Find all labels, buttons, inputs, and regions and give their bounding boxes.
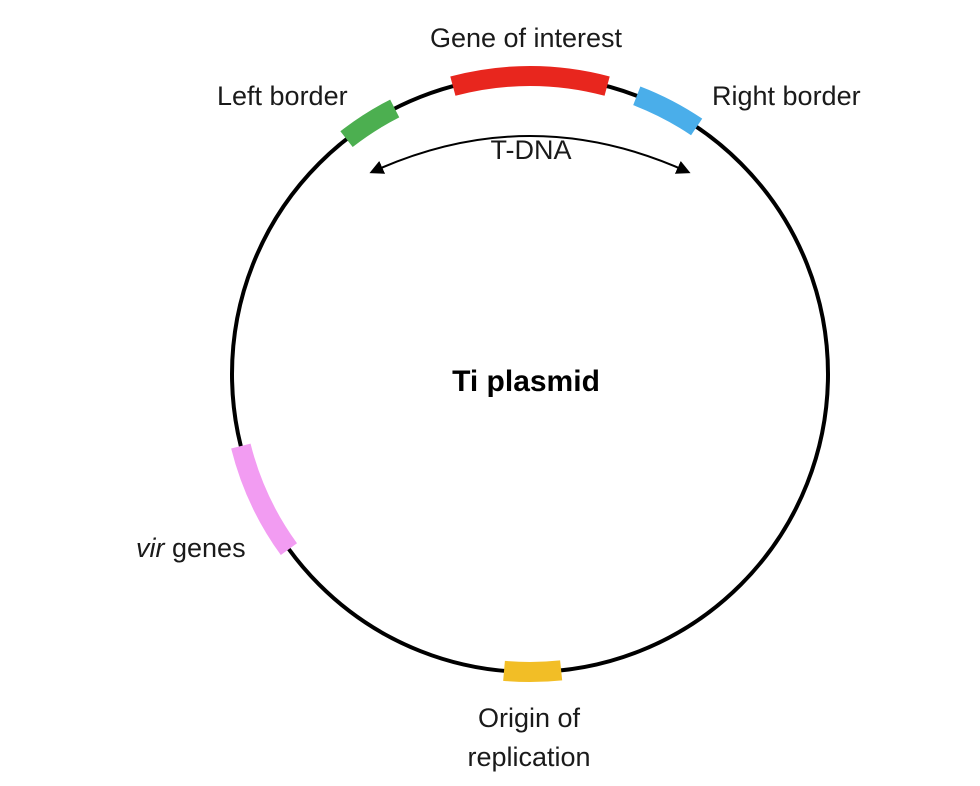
right-border-label: Right border bbox=[712, 81, 861, 111]
origin-of-replication-segment bbox=[503, 660, 563, 682]
left-border-segment bbox=[340, 99, 400, 148]
tdna-label: T-DNA bbox=[491, 135, 572, 165]
left-border-label: Left border bbox=[217, 81, 348, 111]
origin-label-line2: replication bbox=[467, 742, 590, 772]
gene-of-interest-segment bbox=[450, 66, 610, 96]
tdna-span-arrow bbox=[369, 135, 691, 174]
vir-genes-label-rest: genes bbox=[165, 533, 246, 563]
origin-label-line1: Origin of bbox=[478, 703, 581, 733]
vir-genes-label: vir genes bbox=[136, 533, 246, 563]
right-border-segment bbox=[633, 86, 703, 136]
vir-genes-label-italic: vir bbox=[136, 533, 165, 563]
gene-of-interest-label: Gene of interest bbox=[430, 23, 623, 53]
plasmid-title: Ti plasmid bbox=[452, 365, 600, 398]
vir-genes-segment bbox=[231, 443, 298, 556]
